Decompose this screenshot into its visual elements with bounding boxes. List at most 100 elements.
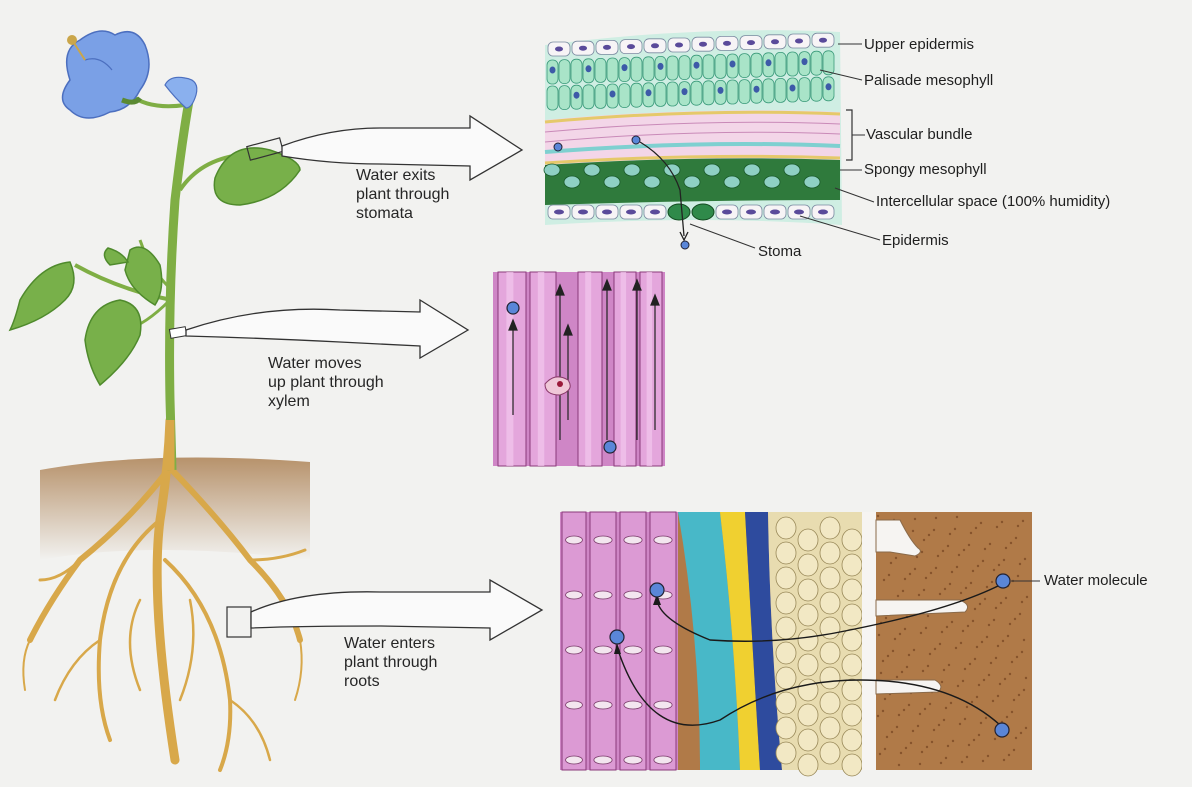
soil-particle — [923, 539, 925, 541]
soil-particle — [939, 643, 941, 645]
cortex-cell — [820, 692, 840, 714]
palisade-cell — [631, 83, 642, 107]
soil-particle — [1003, 559, 1005, 561]
exiting-water-molecule — [681, 241, 689, 249]
water-molecule-xylem-top — [507, 302, 519, 314]
chloroplast — [802, 58, 808, 65]
soil-particle — [950, 702, 952, 704]
cell-nucleus — [747, 40, 755, 45]
cortex-cell — [798, 604, 818, 626]
cortex-cell — [776, 617, 796, 639]
soil-particle — [994, 738, 996, 740]
vessel-pit — [624, 646, 642, 654]
soil-particle — [960, 642, 962, 644]
cell-nucleus — [651, 43, 659, 48]
soil-particle — [970, 532, 972, 534]
soil-particle — [941, 631, 943, 633]
root-xylem-vessel — [650, 512, 676, 770]
chloroplast — [730, 61, 736, 68]
soil-particle — [1011, 661, 1013, 663]
soil-particle — [958, 554, 960, 556]
soil-particle — [990, 662, 992, 664]
soil-particle — [986, 586, 988, 588]
soil-particle — [1017, 525, 1019, 527]
cortex-cell — [776, 692, 796, 714]
soil-particle — [898, 764, 900, 766]
soil-particle — [945, 757, 947, 759]
soil-particle — [1026, 596, 1028, 598]
palisade-cell — [703, 55, 714, 79]
soil-particle — [949, 583, 951, 585]
cell-nucleus — [626, 210, 636, 215]
soil-particle — [878, 634, 880, 636]
soil-particle — [982, 760, 984, 762]
soil-particle — [908, 704, 910, 706]
small-leaf — [104, 248, 128, 265]
xylem-section — [493, 272, 665, 466]
cortex-cell — [776, 567, 796, 589]
soil-particle — [957, 685, 959, 687]
soil-particle — [977, 565, 979, 567]
soil-particle — [1018, 694, 1020, 696]
soil-particle — [963, 549, 965, 551]
soil-particle — [1016, 656, 1018, 658]
soil-particle — [951, 571, 953, 573]
soil-particle — [909, 573, 911, 575]
soil-particle — [978, 734, 980, 736]
root-xylem-vessel — [562, 512, 586, 770]
chloroplast — [718, 87, 724, 94]
cortex-cell — [776, 517, 796, 539]
cortex-cell — [798, 679, 818, 701]
soil-particle — [992, 700, 994, 702]
vessel-pit — [566, 646, 583, 654]
soil-particle — [904, 578, 906, 580]
cell-nucleus — [722, 210, 732, 215]
spongy-cell — [564, 176, 580, 188]
cortex-cell — [820, 517, 840, 539]
soil-particle — [906, 666, 908, 668]
palisade-cell — [607, 58, 618, 82]
cortex-cell — [842, 754, 862, 776]
guard-cell — [668, 204, 690, 220]
soil-particle — [883, 579, 885, 581]
cell-nucleus — [746, 210, 756, 215]
water-molecule-soil-top — [996, 574, 1010, 588]
cell-nucleus — [554, 210, 564, 215]
cell-nucleus — [603, 45, 611, 50]
palisade-cell — [739, 80, 750, 104]
vessel-pit — [624, 701, 642, 709]
soil-particle — [997, 645, 999, 647]
vessel-highlight — [647, 272, 653, 466]
soil-particle — [964, 668, 966, 670]
cell-nucleus — [555, 47, 563, 52]
palisade-cell — [559, 86, 570, 110]
palisade-cell — [727, 80, 738, 104]
cortex-cell — [798, 529, 818, 551]
soil-particle — [1025, 727, 1027, 729]
cortex-cell — [842, 529, 862, 551]
palisade-cell — [811, 77, 822, 101]
cell-nucleus — [818, 210, 828, 215]
vessel-pit — [566, 756, 583, 764]
soil-particle — [972, 620, 974, 622]
label-spongy-mesophyll: Spongy mesophyll — [864, 161, 987, 179]
soil-particle — [1013, 699, 1015, 701]
cortex-cell — [820, 667, 840, 689]
soil-particle — [929, 653, 931, 655]
palisade-cell — [751, 53, 762, 77]
soil-particle — [940, 762, 942, 764]
soil-particle — [970, 582, 972, 584]
soil-particle — [980, 722, 982, 724]
stem-callout-arrow — [186, 300, 468, 358]
soil-particle — [904, 628, 906, 630]
soil-particle — [964, 718, 966, 720]
soil-particle — [917, 725, 919, 727]
soil-particle — [925, 627, 927, 629]
soil-particle — [965, 587, 967, 589]
label-intercellular-space: Intercellular space (100% humidity) — [876, 193, 1110, 211]
vessel-pit — [594, 536, 612, 544]
water-molecule-xylem-bottom — [604, 441, 616, 453]
cell-nucleus — [795, 39, 803, 44]
vessel-pit — [624, 536, 642, 544]
